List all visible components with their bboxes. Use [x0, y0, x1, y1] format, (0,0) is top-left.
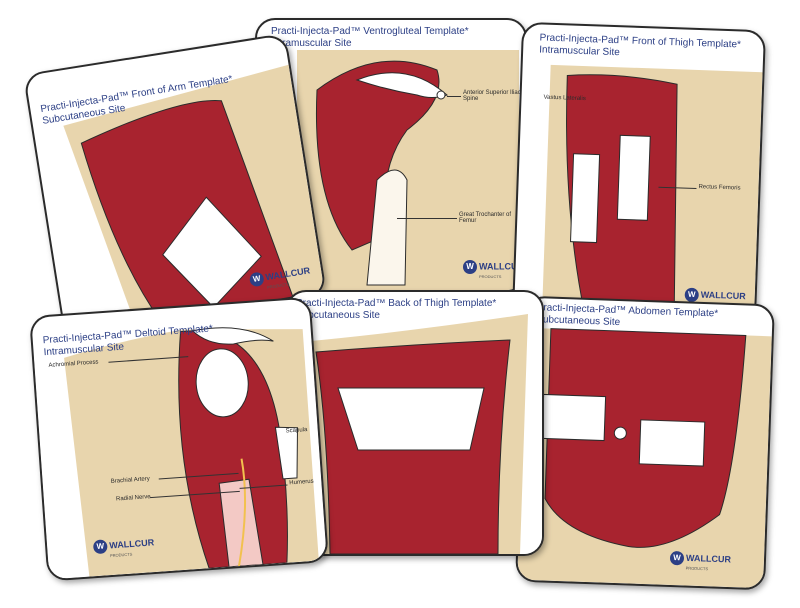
brand-mark-icon: W	[248, 271, 265, 288]
thigh-front-illustration	[542, 64, 763, 321]
arm-front-illustration	[63, 64, 325, 324]
deltoid-illustration	[33, 327, 327, 580]
thigh-back-illustration	[288, 314, 542, 554]
brand-mark-icon: W	[92, 539, 108, 555]
abdomen-illustration	[517, 327, 772, 589]
trochanter-leader	[397, 218, 457, 219]
brand-mark-icon: W	[669, 550, 685, 566]
arm-front-card: Practi-Injecta-Pad™ Front of Arm Templat…	[22, 32, 328, 338]
abdomen-card: Practi-Injecta-Pad™ Abdomen Template* Su…	[515, 295, 775, 591]
deltoid-card: Practi-Injecta-Pad™ Deltoid Template* In…	[29, 296, 329, 582]
trochanter-label: Great Trochanter of Femur	[459, 212, 512, 224]
brand-mark-icon: W	[684, 287, 699, 303]
thigh-back-card: Practi-Injecta-Pad™ Back of Thigh Templa…	[286, 290, 544, 556]
thigh-front-card: Practi-Injecta-Pad™ Front of Thigh Templ…	[511, 21, 767, 323]
brand-mark-icon: W	[463, 260, 477, 274]
asis-label: Anterior Superior Iliac Spine	[463, 90, 521, 102]
thigh-back-title: Practi-Injecta-Pad™ Back of Thigh Templa…	[296, 298, 497, 321]
ventrogluteal-title: Practi-Injecta-Pad™ Ventrogluteal Templa…	[271, 26, 469, 49]
ventrogluteal-illustration	[297, 50, 519, 290]
asis-leader	[447, 96, 461, 97]
